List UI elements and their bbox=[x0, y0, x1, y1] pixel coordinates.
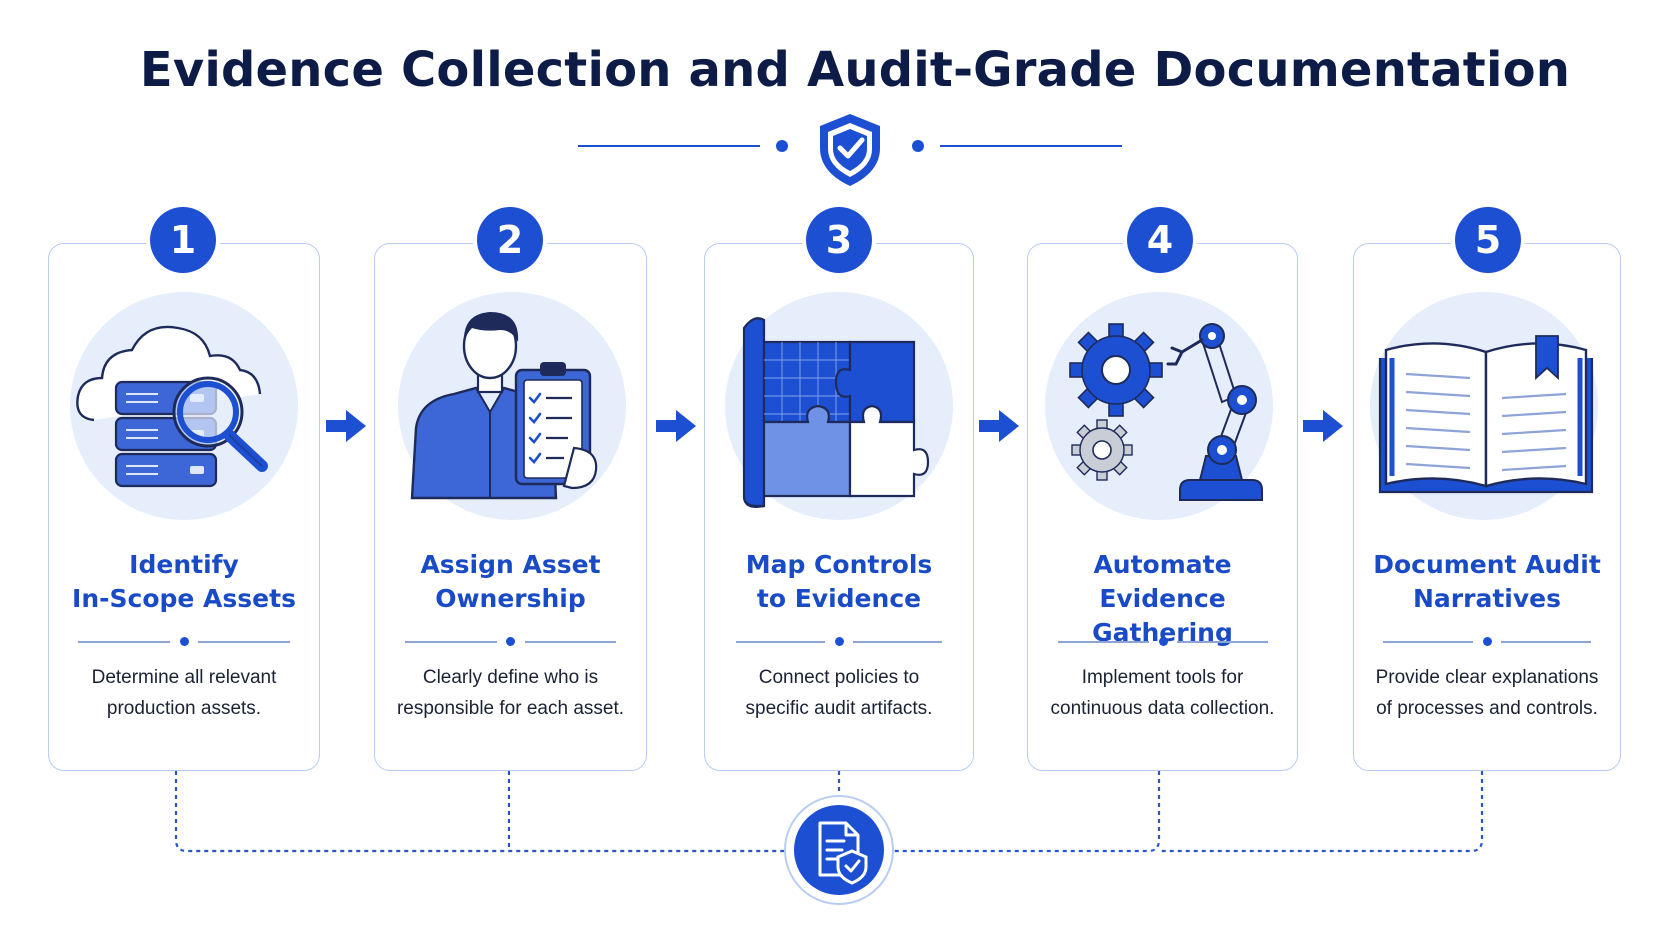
step-title-5: Document Audit Narratives bbox=[1373, 550, 1601, 613]
step-title-3: Map Controls to Evidence bbox=[745, 550, 933, 613]
step-number-1: 1 bbox=[150, 207, 216, 273]
step-description-1: Determine all relevant production assets… bbox=[91, 667, 277, 719]
step-divider-3 bbox=[736, 637, 942, 647]
person-clipboard-icon bbox=[410, 312, 598, 500]
step-title-2: Assign Asset Ownership bbox=[420, 550, 601, 613]
arrow-right-icon bbox=[656, 410, 696, 442]
step-description-4: Implement tools for continuous data coll… bbox=[1050, 667, 1275, 719]
step-divider-4 bbox=[1058, 637, 1268, 647]
cloud-server-search-icon bbox=[76, 325, 268, 488]
document-shield-icon bbox=[818, 821, 868, 885]
step-divider-1 bbox=[78, 637, 290, 647]
step-number-5: 5 bbox=[1455, 207, 1521, 273]
arrow-right-icon bbox=[1303, 410, 1343, 442]
step-divider-5 bbox=[1383, 637, 1591, 647]
step-title-4: Automate Evidence Gathering bbox=[1092, 550, 1233, 647]
step-number-2: 2 bbox=[477, 207, 543, 273]
arrow-right-icon bbox=[326, 410, 366, 442]
gears-robot-arm-icon bbox=[1069, 323, 1263, 501]
shield-check-icon bbox=[820, 114, 880, 186]
title-ornament bbox=[578, 114, 1122, 186]
blueprint-puzzle-icon bbox=[742, 317, 930, 508]
step-divider-2 bbox=[405, 637, 616, 647]
central-hub bbox=[784, 795, 894, 905]
connector-4 bbox=[892, 771, 1161, 853]
connector-1 bbox=[174, 771, 786, 853]
step-description-5: Provide clear explanations of processes … bbox=[1375, 667, 1599, 719]
ornament-dot-left bbox=[776, 140, 788, 152]
open-book-icon bbox=[1378, 335, 1594, 494]
arrow-right-icon bbox=[979, 410, 1019, 442]
page-title: Evidence Collection and Audit-Grade Docu… bbox=[139, 42, 1571, 98]
step-description-2: Clearly define who is responsible for ea… bbox=[396, 667, 625, 719]
hub-badge bbox=[794, 805, 884, 895]
connector-5 bbox=[1159, 771, 1484, 853]
step-number-3: 3 bbox=[806, 207, 872, 273]
step-description-3: Connect policies to specific audit artif… bbox=[745, 667, 933, 719]
step-title-1: Identify In-Scope Assets bbox=[72, 550, 296, 613]
step-number-4: 4 bbox=[1127, 207, 1193, 273]
ornament-dot-right bbox=[912, 140, 924, 152]
